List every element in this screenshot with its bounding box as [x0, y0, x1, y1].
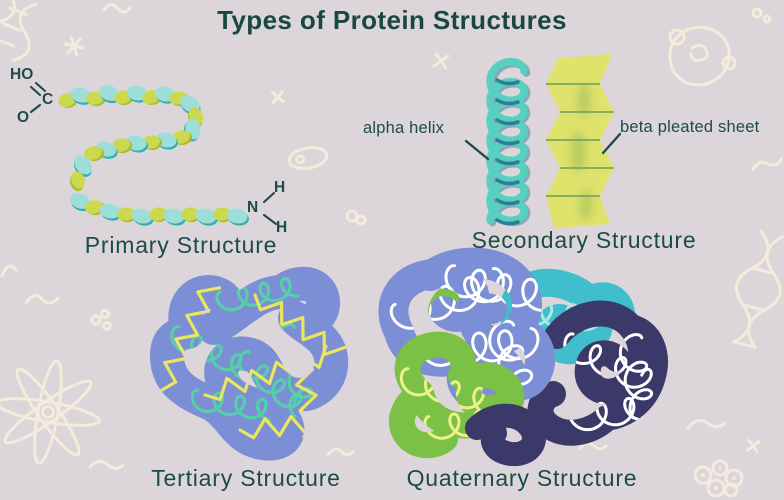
amino-acid-bead-chain	[58, 85, 249, 226]
cell-with-nucleus-icon	[668, 25, 737, 87]
two-circle-doodle-icon	[345, 209, 367, 226]
primary-structure-diagram	[29, 81, 278, 226]
carboxyl-single-bond	[29, 103, 42, 114]
tertiary-squiggles	[160, 276, 347, 440]
alpha-helix-coil	[486, 57, 531, 227]
tertiary-structure-label: Tertiary Structure	[151, 465, 341, 491]
dna-doodle-top-left-icon	[0, 0, 38, 62]
beta-pleated-sheet	[546, 54, 614, 228]
beta-sheet-pointer-line	[601, 132, 622, 155]
asterisk-star-icon	[63, 35, 85, 57]
atom-flower-icon	[0, 359, 101, 465]
primary-structure-label: Primary Structure	[84, 232, 278, 258]
cell-cluster-icon	[693, 459, 744, 498]
amine-bond-bottom	[262, 213, 278, 226]
annotation-pointer-lines	[464, 132, 622, 161]
carboxyl-ho-label: HO	[10, 66, 34, 83]
squiggle-left-icon	[0, 264, 18, 278]
amine-n-label: N	[247, 199, 259, 216]
carboxyl-o-label: O	[17, 109, 30, 126]
wave-bottom-right-icon	[686, 418, 727, 430]
beta-sheet-label: beta pleated sheet	[620, 118, 760, 136]
alpha-helix-pointer-line	[464, 139, 490, 161]
quaternary-structure-diagram	[391, 263, 655, 455]
tertiary-structure-diagram	[162, 278, 345, 443]
wave-right-icon	[751, 157, 783, 172]
small-circles-icon	[751, 7, 772, 24]
amine-h-top-label: H	[274, 179, 286, 196]
small-circles-icon	[90, 308, 112, 331]
page-title: Types of Protein Structures	[217, 5, 567, 35]
carboxyl-c-label: C	[42, 91, 54, 108]
amine-h-bottom-label: H	[276, 219, 288, 236]
sheet-texture	[570, 84, 593, 220]
x-mark-icon	[271, 90, 285, 104]
x-mark-icon	[432, 52, 450, 70]
wave-bottom-left-icon	[88, 460, 125, 470]
x-mark-icon	[745, 438, 761, 454]
carboxyl-double-bond	[34, 81, 47, 93]
sheet-fold-lines	[546, 83, 614, 197]
dna-strand-right-icon	[732, 229, 784, 349]
eye-cell-icon	[287, 146, 329, 170]
amine-bond-top	[262, 191, 276, 204]
tertiary-protein-blob	[167, 284, 331, 444]
wave-bottom-center-icon	[326, 447, 355, 457]
secondary-structure-label: Secondary Structure	[471, 227, 697, 253]
squiggle-top-icon	[102, 3, 132, 14]
quaternary-subunit-navy-front	[477, 416, 534, 454]
quaternary-structure-label: Quaternary Structure	[406, 465, 638, 491]
chemical-bonds	[29, 81, 278, 226]
carboxyl-double-bond	[29, 85, 42, 97]
secondary-structure-diagram	[464, 54, 622, 228]
wave-left-icon	[24, 294, 60, 305]
navy-subunit-squiggles	[563, 332, 655, 432]
alpha-helix-label: alpha helix	[363, 119, 445, 137]
